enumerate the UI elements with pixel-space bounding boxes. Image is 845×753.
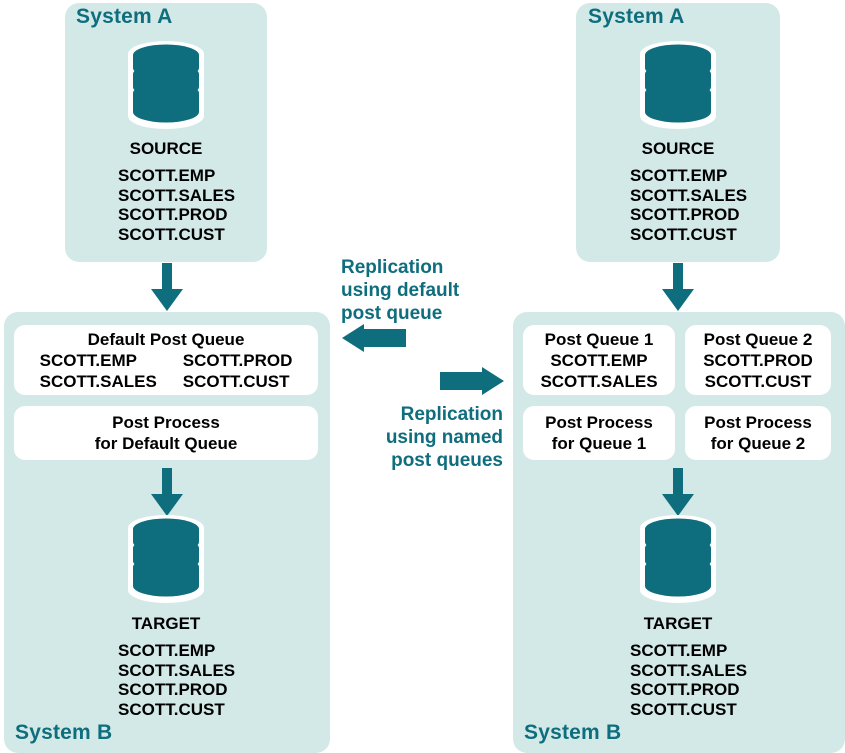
- table-name: SCOTT.EMP: [550, 350, 648, 370]
- table-name: SCOTT.SALES: [39, 371, 157, 391]
- caption-line-3: post queues: [391, 450, 503, 471]
- left-source-table-list: SCOTT.EMP SCOTT.SALES SCOTT.PROD SCOTT.C…: [118, 166, 235, 244]
- left-source-title: SOURCE: [129, 139, 203, 158]
- right-source-table-list: SCOTT.EMP SCOTT.SALES SCOTT.PROD SCOTT.C…: [630, 166, 747, 244]
- table-name: SCOTT.SALES: [118, 660, 236, 680]
- arrow-right-icon-named-queues: [440, 367, 504, 395]
- right-post-queue-2-box: Post Queue 2 SCOTT.PROD SCOTT.CUST: [685, 325, 831, 395]
- table-name: SCOTT.SALES: [630, 660, 748, 680]
- right-arrow-down-icon-source-to-queue: [662, 263, 694, 311]
- right-arrow-down-icon-process-to-target: [662, 468, 694, 516]
- queue-title: Post Queue 1: [544, 329, 654, 349]
- table-name: SCOTT.PROD: [703, 350, 813, 370]
- right-target-title: TARGET: [643, 614, 713, 633]
- left-arrow-down-icon-source-to-queue: [151, 263, 183, 311]
- table-name: SCOTT.PROD: [118, 205, 228, 224]
- caption-line-2: using named: [385, 427, 503, 448]
- right-target-database-cylinder-icon: [640, 515, 716, 603]
- caption-line-1: Replication: [341, 257, 444, 278]
- process-line-1: Post Process: [704, 413, 812, 432]
- left-post-process-box: Post Process for Default Queue: [14, 406, 318, 460]
- right-post-process-1-box: Post Process for Queue 1: [523, 406, 675, 460]
- left-target-title: TARGET: [131, 614, 201, 633]
- table-name: SCOTT.PROD: [118, 680, 228, 699]
- left-target-database-cylinder-icon: [128, 515, 204, 603]
- table-name: SCOTT.CUST: [630, 699, 737, 719]
- right-source-database-cylinder-icon: [640, 41, 716, 129]
- process-line-2: for Queue 1: [551, 434, 647, 453]
- table-name: SCOTT.SALES: [540, 371, 658, 391]
- caption-line-3: post queue: [341, 303, 443, 324]
- table-name: SCOTT.CUST: [118, 224, 225, 244]
- right-post-queue-1-box: Post Queue 1 SCOTT.EMP SCOTT.SALES: [523, 325, 675, 395]
- right-target-table-list: SCOTT.EMP SCOTT.SALES SCOTT.PROD SCOTT.C…: [630, 641, 747, 719]
- right-system-a-label: System A: [588, 5, 685, 28]
- caption-replication-named-queues: Replication using named post queues: [343, 403, 503, 472]
- table-name: SCOTT.CUST: [704, 371, 812, 391]
- left-target-table-list: SCOTT.EMP SCOTT.SALES SCOTT.PROD SCOTT.C…: [118, 641, 235, 719]
- table-name: SCOTT.EMP: [630, 641, 728, 660]
- table-name: SCOTT.PROD: [630, 680, 740, 699]
- right-post-process-2-box: Post Process for Queue 2: [685, 406, 831, 460]
- left-arrow-down-icon-process-to-target: [151, 468, 183, 516]
- table-name: SCOTT.CUST: [182, 371, 290, 391]
- process-line-2: for Queue 2: [710, 434, 806, 453]
- process-line-2: for Default Queue: [94, 434, 238, 453]
- left-system-a-label: System A: [76, 5, 173, 28]
- caption-replication-default-queue: Replication using default post queue: [341, 256, 459, 325]
- arrow-left-icon-default-queue: [342, 324, 406, 352]
- table-name: SCOTT.CUST: [118, 699, 225, 719]
- left-default-post-queue-box: Default Post Queue SCOTT.EMP SCOTT.SALES…: [14, 325, 318, 395]
- table-name: SCOTT.CUST: [630, 224, 737, 244]
- process-line-1: Post Process: [112, 413, 220, 432]
- left-source-database-cylinder-icon: [128, 41, 204, 129]
- left-system-b-label: System B: [15, 721, 113, 744]
- table-name: SCOTT.EMP: [118, 166, 216, 185]
- table-name: SCOTT.EMP: [118, 641, 216, 660]
- table-name: SCOTT.EMP: [630, 166, 728, 185]
- table-name: SCOTT.PROD: [182, 350, 293, 370]
- table-name: SCOTT.PROD: [630, 205, 740, 224]
- caption-line-2: using default: [341, 280, 460, 301]
- table-name: SCOTT.SALES: [630, 185, 748, 205]
- process-line-1: Post Process: [545, 413, 653, 432]
- queue-title: Default Post Queue: [87, 329, 245, 349]
- table-name: SCOTT.SALES: [118, 185, 236, 205]
- right-source-title: SOURCE: [641, 139, 715, 158]
- right-system-b-label: System B: [524, 721, 622, 744]
- table-name: SCOTT.EMP: [39, 350, 137, 370]
- caption-line-1: Replication: [400, 404, 503, 425]
- queue-title: Post Queue 2: [703, 329, 813, 349]
